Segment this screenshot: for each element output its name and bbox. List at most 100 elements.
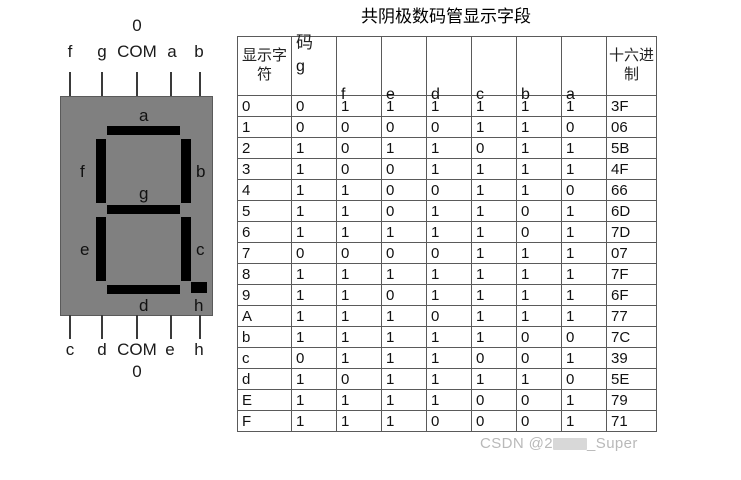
- pin-line-top-b: [199, 72, 201, 97]
- cell-bit-b: 1: [516, 137, 562, 159]
- cell-bit-c: 1: [471, 200, 517, 222]
- pin-line-top-com: [136, 72, 138, 97]
- cell-bit-d: 1: [426, 137, 472, 159]
- cell-bit-d: 0: [426, 116, 472, 138]
- cell-hex: 4F: [606, 158, 657, 180]
- cell-display-char: E: [237, 389, 292, 411]
- cell-bit-d: 1: [426, 326, 472, 348]
- header-display-char: 显示字符: [237, 36, 292, 96]
- pin-line-top-f: [69, 72, 71, 97]
- cell-bit-f: 1: [336, 263, 382, 285]
- cell-bit-g: 1: [291, 305, 337, 327]
- cell-display-char: F: [237, 410, 292, 432]
- cell-display-char: 4: [237, 179, 292, 201]
- cell-hex: 7F: [606, 263, 657, 285]
- pin-line-bottom-com: [136, 315, 138, 339]
- cell-bit-g: 1: [291, 263, 337, 285]
- cell-bit-c: 1: [471, 326, 517, 348]
- cell-bit-f: 1: [336, 389, 382, 411]
- cell-bit-f: 0: [336, 137, 382, 159]
- cell-bit-e: 1: [381, 221, 427, 243]
- cell-bit-g: 1: [291, 158, 337, 180]
- cell-bit-g: 0: [291, 95, 337, 117]
- cell-bit-c: 0: [471, 137, 517, 159]
- cell-display-char: d: [237, 368, 292, 390]
- cell-bit-a: 0: [561, 368, 607, 390]
- cell-bit-c: 1: [471, 158, 517, 180]
- cell-bit-b: 0: [516, 326, 562, 348]
- header-code-label: 码: [296, 33, 313, 52]
- display-package-body: a f b g e c d h: [60, 96, 213, 316]
- watermark-suffix: _Super: [587, 435, 638, 452]
- cell-bit-e: 0: [381, 179, 427, 201]
- cell-bit-c: 0: [471, 347, 517, 369]
- cell-display-char: 6: [237, 221, 292, 243]
- cell-bit-c: 0: [471, 389, 517, 411]
- table-title: 共阴极数码管显示字段: [361, 7, 531, 26]
- cell-bit-a: 0: [561, 116, 607, 138]
- cell-bit-d: 1: [426, 158, 472, 180]
- watermark-prefix: CSDN @2: [480, 435, 554, 452]
- cell-bit-a: 1: [561, 200, 607, 222]
- pin-line-bottom-d: [101, 315, 103, 339]
- cell-bit-b: 0: [516, 389, 562, 411]
- header-display-char-label: 显示字符: [241, 48, 287, 83]
- cell-bit-d: 1: [426, 368, 472, 390]
- cell-bit-c: 0: [471, 410, 517, 432]
- cell-bit-b: 1: [516, 305, 562, 327]
- cell-bit-f: 1: [336, 326, 382, 348]
- header-bit-b-label: b: [521, 86, 530, 103]
- cell-bit-d: 1: [426, 284, 472, 306]
- cell-bit-f: 0: [336, 116, 382, 138]
- pin-label-top-com: COM: [117, 42, 157, 61]
- cell-bit-g: 1: [291, 410, 337, 432]
- table-header-row: 显示字符 码 g f e d c: [237, 33, 657, 103]
- cell-bit-f: 1: [336, 200, 382, 222]
- cell-bit-d: 0: [426, 305, 472, 327]
- cell-hex: 06: [606, 116, 657, 138]
- cell-hex: 6D: [606, 200, 657, 222]
- cell-bit-f: 1: [336, 221, 382, 243]
- segment-code-table-wrap: 显示字符 码 g f e d c: [237, 33, 657, 432]
- cell-bit-e: 0: [381, 284, 427, 306]
- cell-bit-e: 1: [381, 326, 427, 348]
- cell-hex: 07: [606, 242, 657, 264]
- cell-bit-b: 1: [516, 116, 562, 138]
- cell-bit-f: 0: [336, 242, 382, 264]
- cell-bit-b: 1: [516, 368, 562, 390]
- cell-bit-a: 1: [561, 347, 607, 369]
- cell-display-char: 3: [237, 158, 292, 180]
- cell-hex: 5E: [606, 368, 657, 390]
- segment-b: [181, 139, 191, 203]
- pin-label-bottom-c: c: [65, 340, 75, 359]
- header-bit-b: b: [516, 36, 562, 103]
- cell-bit-d: 1: [426, 221, 472, 243]
- cell-hex: 7D: [606, 221, 657, 243]
- cell-bit-d: 1: [426, 389, 472, 411]
- cell-bit-b: 1: [516, 284, 562, 306]
- cell-bit-f: 0: [336, 158, 382, 180]
- cell-bit-g: 1: [291, 179, 337, 201]
- header-bit-g-label: g: [296, 58, 305, 75]
- header-bit-a-label: a: [566, 86, 575, 103]
- pin-line-top-a: [170, 72, 172, 97]
- cell-bit-g: 1: [291, 137, 337, 159]
- pin-label-bottom-d: d: [97, 340, 107, 359]
- cell-bit-g: 1: [291, 200, 337, 222]
- cell-bit-e: 0: [381, 158, 427, 180]
- cell-bit-f: 1: [336, 410, 382, 432]
- cell-bit-c: 1: [471, 305, 517, 327]
- cell-display-char: 1: [237, 116, 292, 138]
- header-hex: 十六进制: [606, 36, 657, 96]
- cell-hex: 79: [606, 389, 657, 411]
- cell-bit-f: 1: [336, 284, 382, 306]
